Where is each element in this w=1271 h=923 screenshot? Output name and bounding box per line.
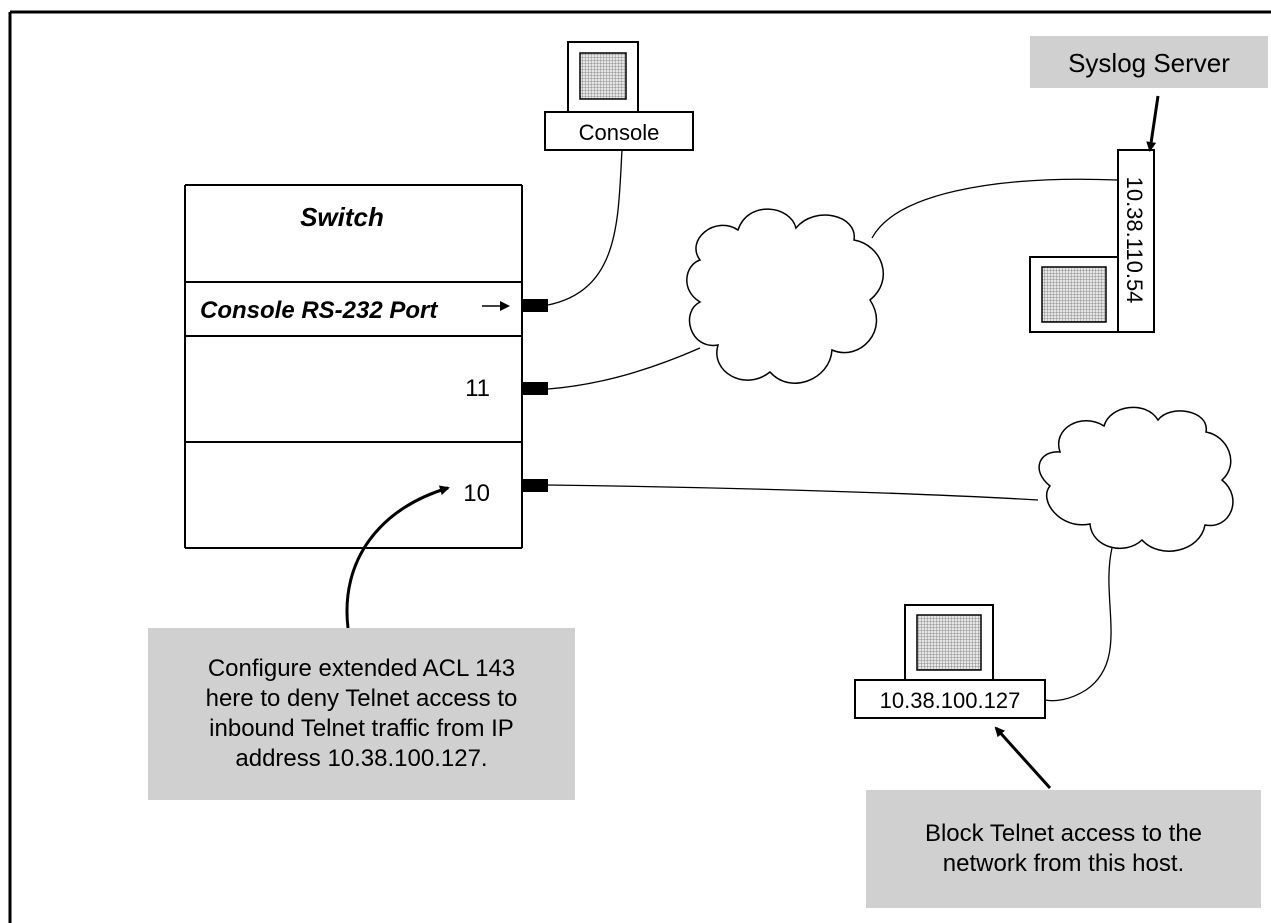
network-cloud-top xyxy=(686,208,884,384)
console-port xyxy=(522,299,548,312)
syslog-label: Syslog Server xyxy=(1068,48,1230,78)
acl-callout-text: Configure extended ACL 143 here to deny … xyxy=(205,655,518,772)
network-cloud-bottom xyxy=(1038,406,1234,552)
port-10-label: 10 xyxy=(463,480,490,507)
console-label: Console xyxy=(579,120,660,145)
acl-callout: Configure extended ACL 143 here to deny … xyxy=(148,628,575,800)
diagram-frame xyxy=(8,10,1271,923)
host-computer-icon xyxy=(854,604,1046,719)
port-11-label: 11 xyxy=(465,375,490,402)
console-port-label: Console RS-232 Port xyxy=(200,297,438,324)
block-callout: Block Telnet access to the network from … xyxy=(866,790,1261,908)
cable-port10-to-cloud xyxy=(547,484,1039,501)
port-11 xyxy=(522,382,548,395)
console-computer-icon xyxy=(544,41,694,151)
cable-port11-to-cloud xyxy=(547,347,701,390)
host-ip-label: 10.38.100.127 xyxy=(880,688,1021,713)
cable-cloud-to-host xyxy=(1044,547,1113,702)
acl-callout-arrow xyxy=(345,485,450,629)
switch-box xyxy=(184,184,523,549)
port-10 xyxy=(522,479,548,492)
block-callout-text: Block Telnet access to the network from … xyxy=(924,820,1203,877)
switch-title: Switch xyxy=(300,202,384,232)
block-callout-arrow xyxy=(994,726,1052,790)
console-cable xyxy=(547,149,623,306)
cable-cloud-to-syslog xyxy=(871,178,1119,239)
syslog-arrow xyxy=(1146,95,1160,152)
syslog-label-box xyxy=(1030,36,1268,88)
syslog-ip-label: 10.38.110.54 xyxy=(1122,177,1147,304)
syslog-server-icon xyxy=(1029,149,1155,333)
